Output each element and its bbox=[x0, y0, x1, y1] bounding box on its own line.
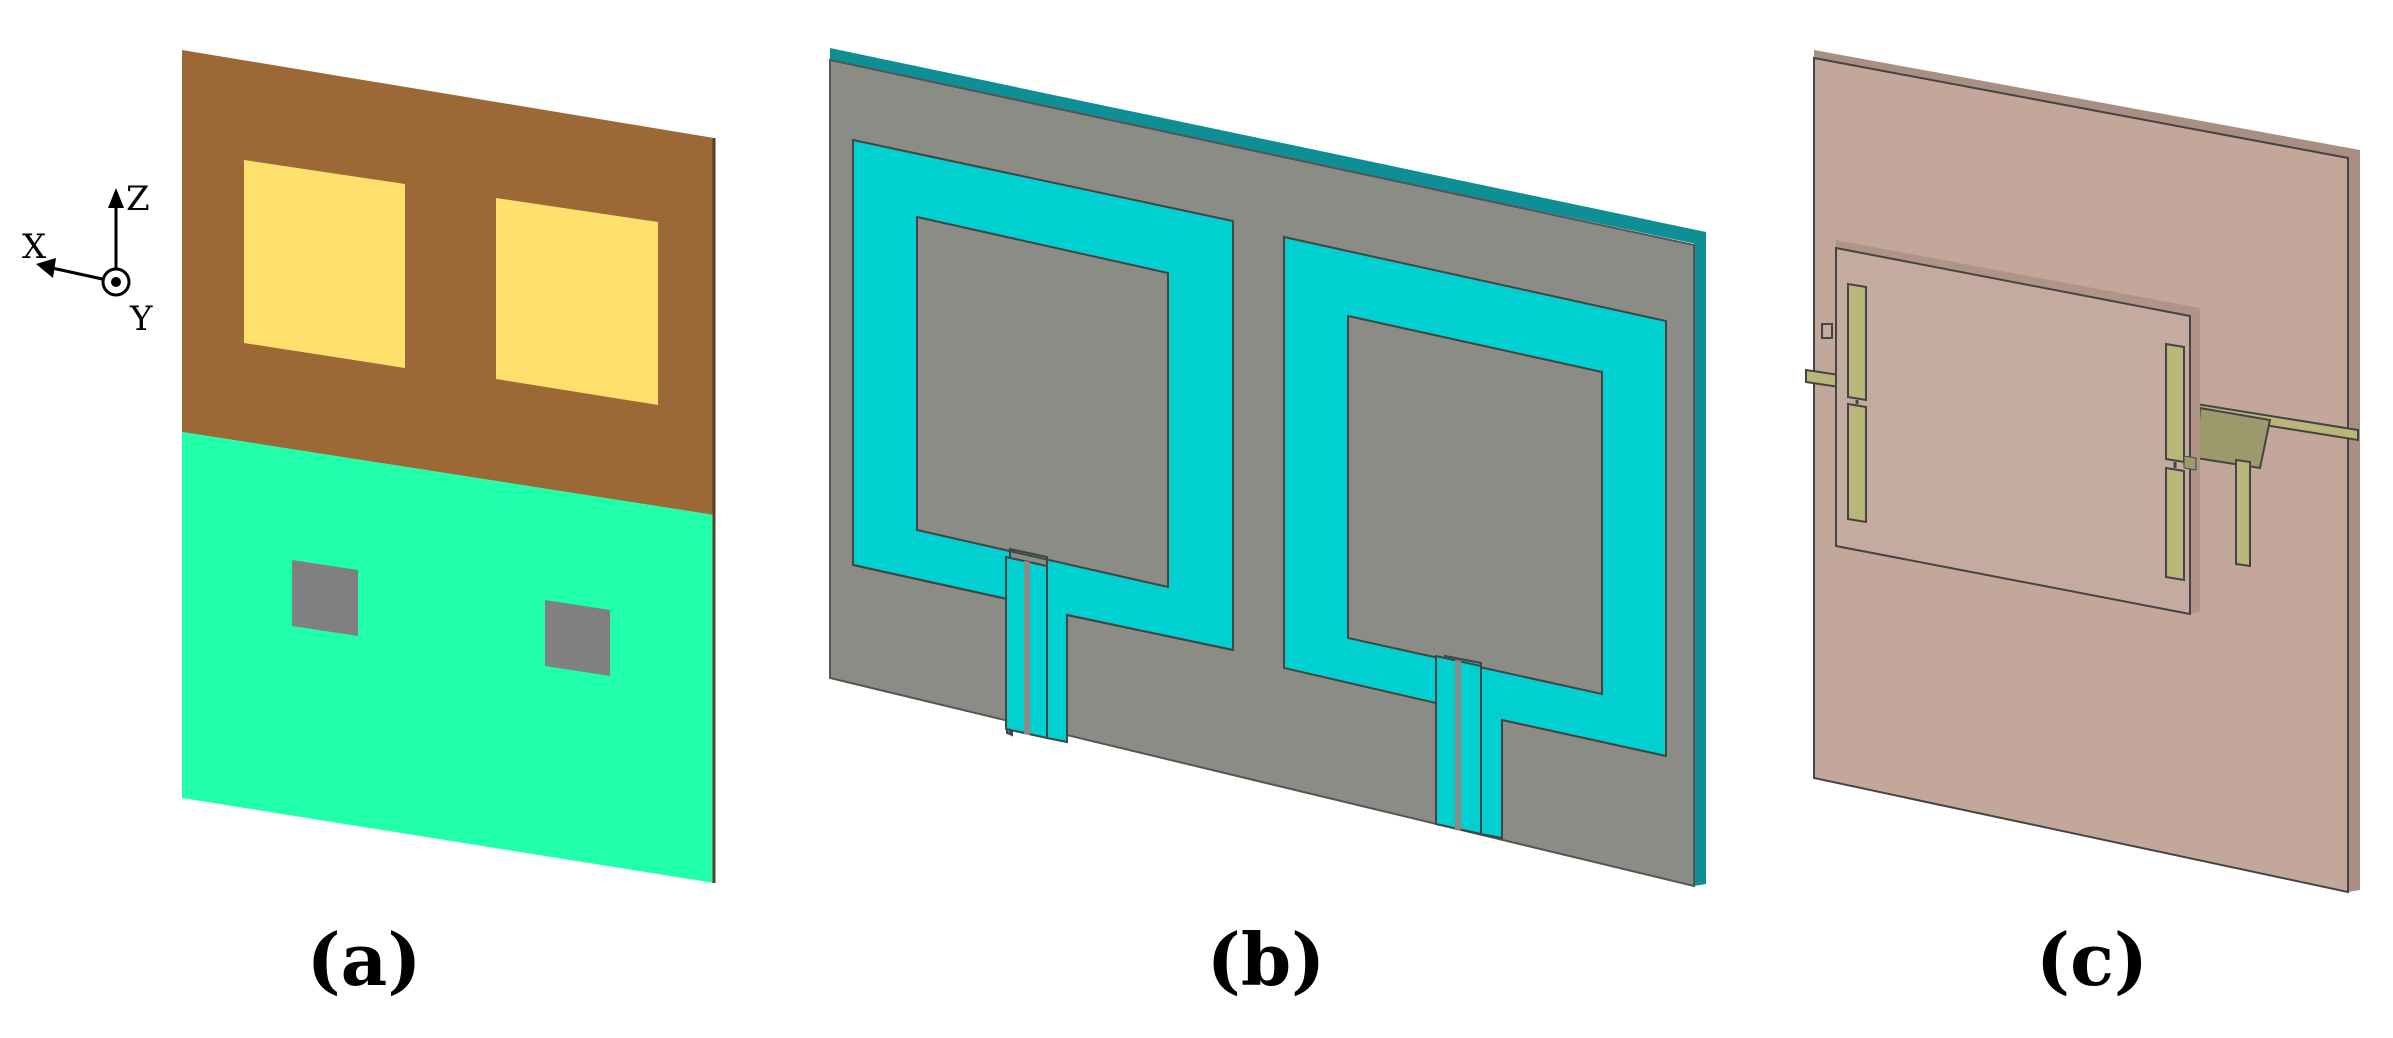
panel-c-dipole-right-upper bbox=[2165, 342, 2185, 464]
panel-a-upper-substrate bbox=[182, 50, 714, 515]
panel-c-feed-through bbox=[2183, 455, 2197, 471]
panel-a-slot-right bbox=[545, 600, 610, 676]
panel-c-dipole-right-lower bbox=[2165, 466, 2185, 582]
x-axis-label: X bbox=[22, 227, 47, 267]
panel-a-slot-left bbox=[292, 560, 358, 636]
panel-a bbox=[182, 50, 716, 883]
panel-b-ground-line-left bbox=[852, 564, 1008, 600]
panel-b-feed-slot-left bbox=[1024, 561, 1030, 735]
panel-c-left-pin bbox=[1821, 323, 1833, 339]
panel-a-label: (a) bbox=[307, 917, 422, 1002]
panel-b-label: (b) bbox=[1207, 917, 1325, 1002]
panel-b-right-edge bbox=[1694, 232, 1706, 886]
panel-c-label: (c) bbox=[2036, 917, 2148, 1002]
panel-a-patch-left bbox=[244, 160, 405, 368]
axis-indicator: Z X Y bbox=[22, 179, 153, 339]
panel-b-ground-line-mid bbox=[1066, 614, 1234, 651]
panel-a-patch-right bbox=[496, 198, 658, 405]
panel-c bbox=[1805, 50, 2360, 894]
panel-b-feed-slot-right bbox=[1455, 660, 1461, 830]
panel-c-dipole-left-upper bbox=[1847, 282, 1867, 402]
y-axis-dot bbox=[111, 277, 121, 287]
x-arrow-head bbox=[36, 258, 56, 278]
panel-c-inner-board bbox=[1835, 246, 2191, 616]
panel-b-top-edge bbox=[830, 48, 1706, 246]
y-axis-label: Y bbox=[129, 299, 153, 339]
panel-c-feed-leg bbox=[2235, 458, 2251, 568]
panel-b bbox=[829, 48, 1706, 888]
panel-c-dipole-left-lower bbox=[1847, 402, 1867, 524]
z-axis-label: Z bbox=[126, 179, 150, 219]
panel-a-lower-ground bbox=[182, 432, 714, 883]
z-arrow-head bbox=[108, 188, 124, 208]
